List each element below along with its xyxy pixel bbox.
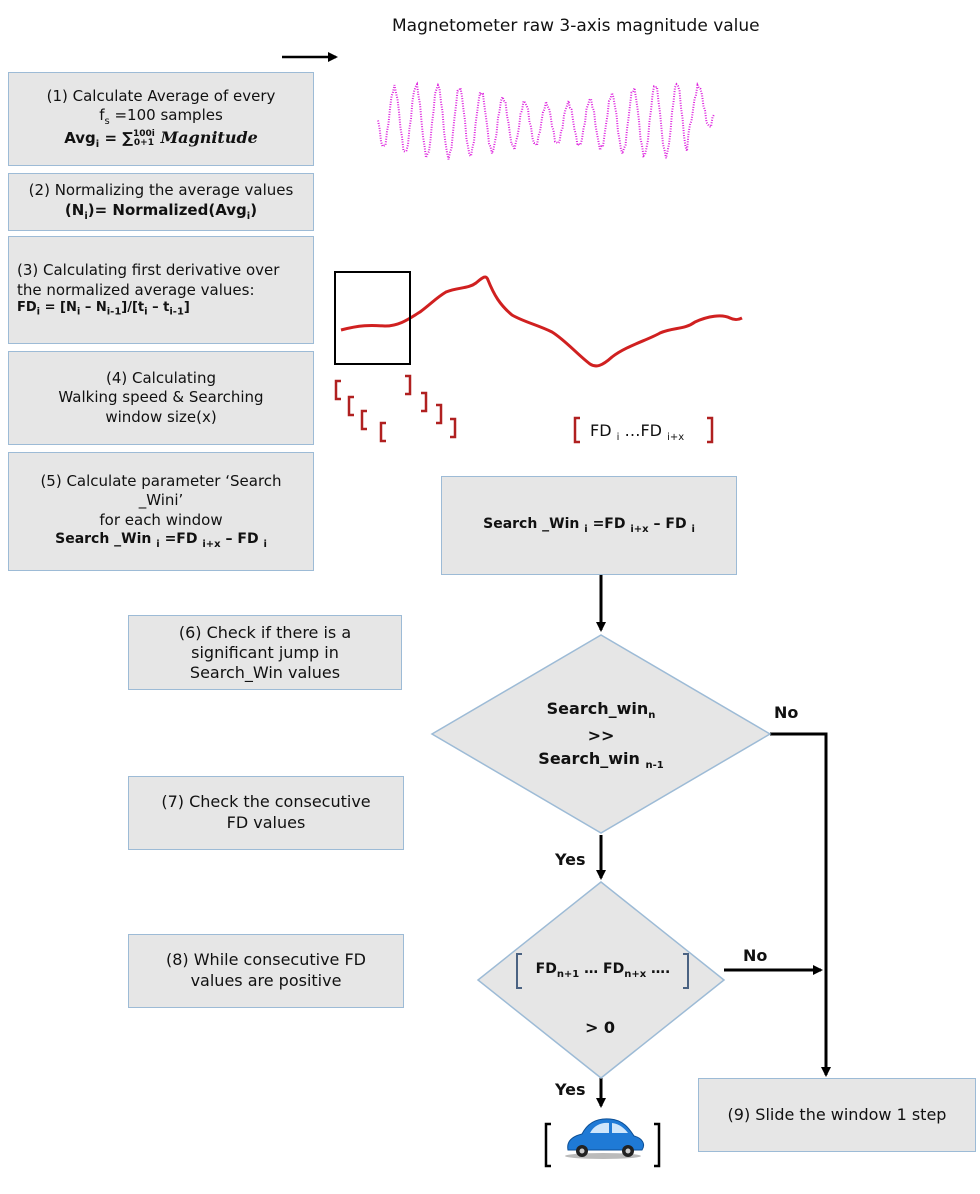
step7-box: (7) Check the consecutive FD values: [128, 776, 404, 850]
step5-formula: Search _Win i =FD i+x – FD i: [55, 531, 267, 551]
step6-line1: (6) Check if there is a: [178, 622, 352, 642]
step8-line2: values are positive: [190, 971, 342, 990]
no-label-1: No: [774, 703, 799, 722]
decision1-text: Search_winn >> Search_win n-1: [480, 697, 722, 774]
step7-line2: FD values: [226, 813, 306, 832]
decision1-line2: >>: [587, 725, 615, 745]
raw-magnitude-signal: [377, 81, 715, 160]
step5-line1: (5) Calculate parameter ‘Search: [40, 471, 282, 490]
decision1-line1: Search_winn: [546, 699, 656, 722]
step1-box: (1) Calculate Average of every fs =100 s…: [8, 72, 314, 166]
car-icon: [565, 1118, 645, 1159]
step6-box: (6) Check if there is a significant jump…: [128, 615, 402, 690]
step1-line2: fs =100 samples: [99, 106, 223, 128]
arrow-no1: [770, 732, 831, 1077]
decision2-diamond: [476, 881, 726, 1079]
step3-formula: FDi = [Ni – Ni-1]/[ti – ti-1]: [17, 300, 190, 318]
step2-box: (2) Normalizing the average values (Ni)=…: [8, 173, 314, 231]
fd-range-label: FD i …FD i+x: [590, 421, 685, 444]
signal-title: Magnetometer raw 3-axis magnitude value: [392, 16, 760, 36]
step8-box: (8) While consecutive FD values are posi…: [128, 934, 404, 1008]
decision2-condition: > 0: [584, 1018, 616, 1037]
step9-line1: (9) Slide the window 1 step: [727, 1104, 947, 1124]
step6-line3: Search_Win values: [189, 662, 341, 682]
step4-box: (4) Calculating Walking speed & Searchin…: [8, 351, 314, 445]
step5-line3: for each window: [99, 510, 223, 529]
step8-line1: (8) While consecutive FD: [165, 950, 366, 970]
decision1-diamond: [430, 634, 772, 834]
step4-line2: Walking speed & Searching: [58, 388, 264, 407]
decision2-text: FDn+1 … FDn+x ….: [522, 959, 684, 982]
step3-line2: the normalized average values:: [17, 280, 255, 299]
search-win-formula: Search _Win i =FD i+x – FD i: [483, 516, 695, 535]
normalized-average-curve: [340, 275, 743, 368]
step5-box: (5) Calculate parameter ‘Search _Wini’ f…: [8, 452, 314, 571]
sliding-window-brackets: [334, 374, 714, 444]
yes-label-1: Yes: [555, 850, 586, 869]
search-window-frame: [334, 271, 411, 365]
step4-line1: (4) Calculating: [105, 368, 217, 387]
step9-box: (9) Slide the window 1 step: [698, 1078, 976, 1152]
search-win-box: Search _Win i =FD i+x – FD i: [441, 476, 737, 575]
step4-line3: window size(x): [105, 407, 217, 426]
step3-box: (3) Calculating first derivative over th…: [8, 236, 314, 344]
step5-line2: _Wini’: [138, 491, 184, 510]
decision2-right-bracket: [683, 953, 689, 989]
decision2-left-bracket: [516, 953, 522, 989]
step2-formula: (Ni)= Normalized(Avgi): [64, 200, 258, 222]
step1-line1: (1) Calculate Average of every: [46, 86, 276, 105]
step7-line1: (7) Check the consecutive: [161, 792, 371, 812]
no-label-2: No: [743, 946, 768, 965]
decision1-line3: Search_win n-1: [538, 748, 664, 772]
result-left-bracket: [544, 1122, 551, 1168]
decision2-line1: FDn+1 … FDn+x ….: [535, 961, 671, 980]
step6-line2: significant jump in: [191, 642, 339, 662]
step3-line1: (3) Calculating first derivative over: [17, 261, 280, 280]
result-right-bracket: [654, 1122, 661, 1168]
step2-line1: (2) Normalizing the average values: [28, 181, 294, 200]
yes-label-2: Yes: [555, 1080, 586, 1099]
